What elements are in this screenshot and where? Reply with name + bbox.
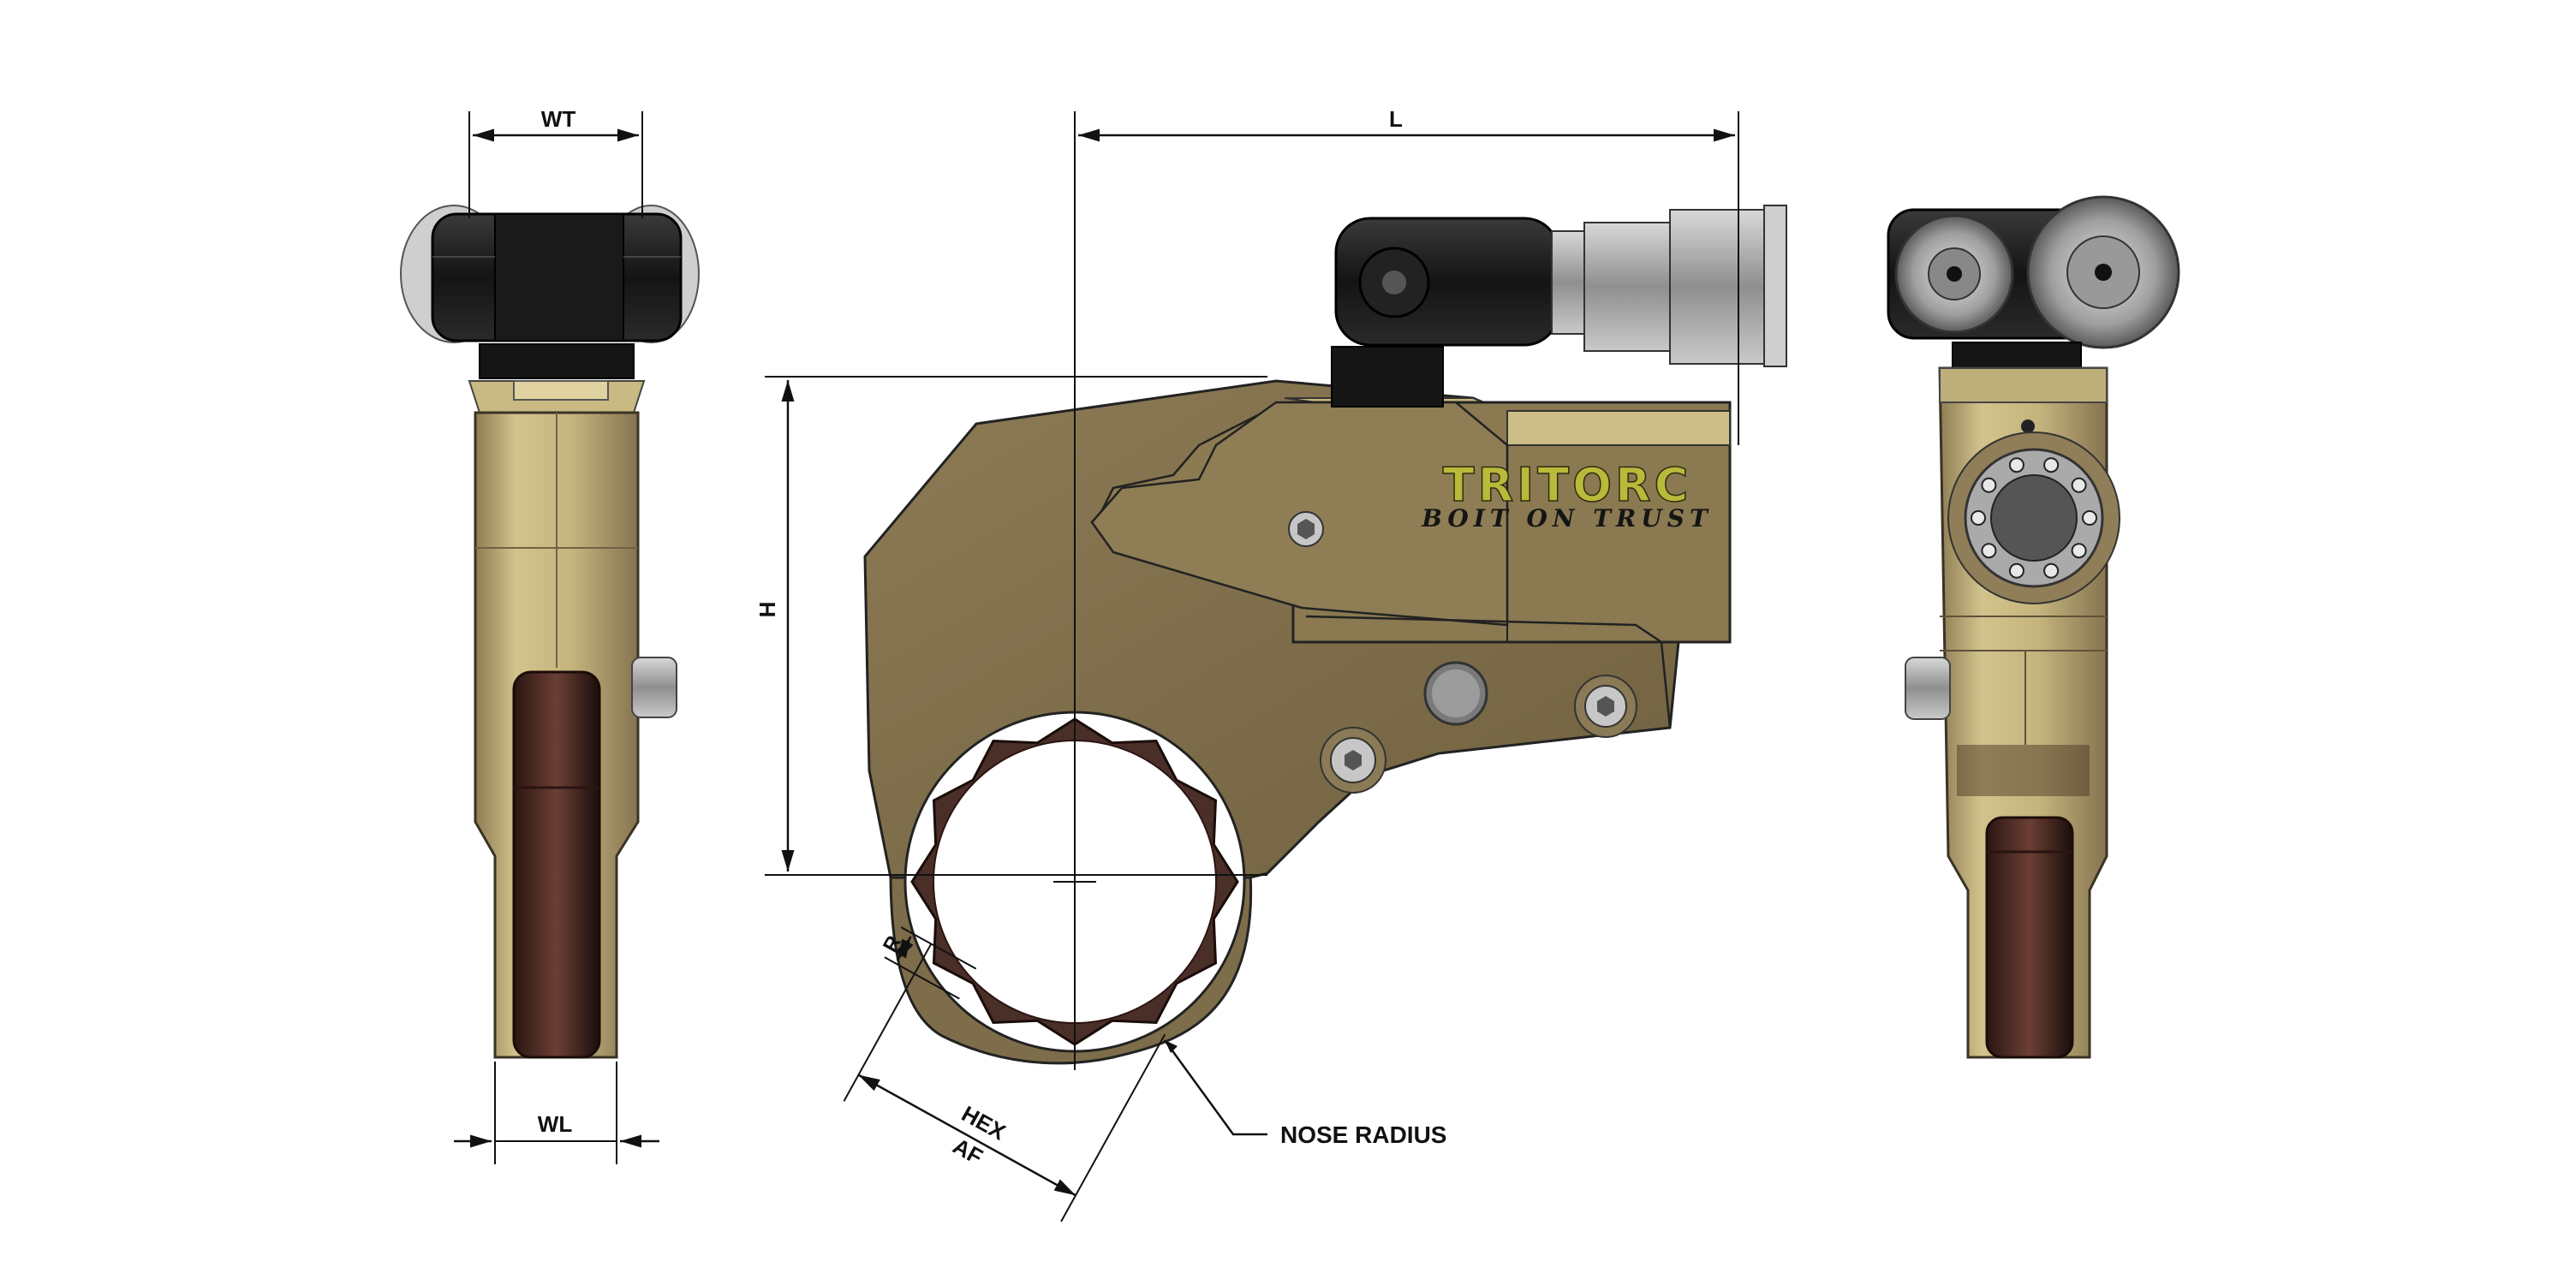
- bolt-hole-icon: [2082, 510, 2097, 526]
- bolt-hole-icon: [2071, 543, 2087, 559]
- bolt-hole-icon: [2008, 457, 2024, 473]
- dimension-label-h: H: [754, 602, 780, 618]
- bolt-hole-icon: [1971, 510, 1986, 526]
- bolt-hole-icon: [1981, 543, 1997, 559]
- dimension-label-wl: WL: [538, 1111, 573, 1137]
- bolt-hole-icon: [2008, 562, 2024, 579]
- bolt-circle: [1971, 457, 2097, 579]
- dimension-label-l: L: [1389, 106, 1403, 132]
- front-view: TRITORC BOIT ON TRUST: [754, 106, 1787, 1223]
- brand-tagline: BOIT ON TRUST: [1421, 504, 1713, 532]
- screw-icon: [1288, 511, 1324, 547]
- right-back-view: [1887, 195, 2180, 1059]
- dimension-label-nose-radius: NOSE RADIUS: [1280, 1121, 1446, 1148]
- bolt-hole-icon: [2043, 457, 2060, 473]
- screw-icon: [1320, 727, 1386, 794]
- bolt-hole-icon: [2071, 477, 2087, 493]
- brand-logo-text: TRITORC: [1443, 458, 1691, 512]
- bolt-hole-icon: [1981, 477, 1997, 493]
- dimension-label-wt: WT: [541, 106, 576, 132]
- bolt-hole-icon: [2043, 562, 2060, 579]
- left-side-view: WT WL: [400, 106, 700, 1164]
- dimension-label-af: AF: [949, 1133, 987, 1169]
- pin-icon: [1423, 661, 1488, 726]
- screw-icon: [1574, 675, 1637, 738]
